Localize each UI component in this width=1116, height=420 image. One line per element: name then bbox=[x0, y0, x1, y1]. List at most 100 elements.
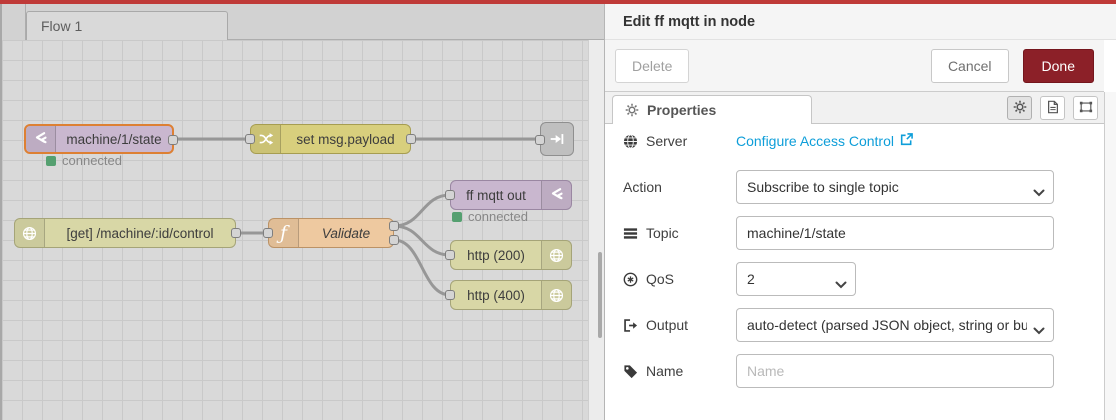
globe-icon bbox=[541, 241, 571, 269]
output-port[interactable] bbox=[168, 135, 178, 145]
action-select[interactable]: Subscribe to single topic bbox=[736, 170, 1054, 204]
chevron-down-icon bbox=[1033, 322, 1045, 338]
mqtt-bridge-icon bbox=[26, 126, 56, 152]
globe-icon bbox=[541, 281, 571, 309]
node-http-in[interactable]: [get] /machine/:id/control bbox=[14, 218, 241, 248]
mqtt-bridge-icon bbox=[541, 181, 571, 209]
topic-label: Topic bbox=[623, 225, 736, 241]
app-header-bar bbox=[0, 0, 1116, 4]
input-port[interactable] bbox=[263, 228, 273, 238]
sign-out-icon bbox=[623, 318, 638, 333]
server-row: Server Configure Access Control bbox=[623, 124, 1090, 158]
flow-tab-label: Flow 1 bbox=[41, 18, 83, 34]
chevron-down-icon bbox=[1033, 184, 1045, 200]
globe-icon bbox=[15, 219, 45, 247]
dialog-tab-row: Properties bbox=[605, 92, 1104, 124]
wire-function-mqttout bbox=[392, 193, 452, 228]
output-port[interactable] bbox=[406, 134, 416, 144]
name-row: Name bbox=[623, 354, 1090, 388]
delete-button[interactable]: Delete bbox=[615, 48, 690, 83]
dialog-title-text: Edit ff mqtt in node bbox=[623, 13, 756, 30]
description-view-button[interactable] bbox=[1040, 96, 1065, 120]
output-label: Output bbox=[623, 317, 736, 333]
output-select[interactable]: auto-detect (parsed JSON object, string … bbox=[736, 308, 1054, 342]
node-status-mqtt-out: connected bbox=[452, 209, 528, 224]
tag-icon bbox=[623, 364, 638, 379]
node-label: set msg.payload bbox=[296, 131, 395, 147]
chevron-down-icon bbox=[835, 276, 847, 292]
configure-access-control-link[interactable]: Configure Access Control bbox=[736, 133, 913, 149]
node-http-response-400[interactable]: http (400) bbox=[445, 280, 572, 310]
gear-icon bbox=[1013, 100, 1027, 117]
properties-form: Server Configure Access Control Action S… bbox=[605, 124, 1104, 420]
tab-flow-1[interactable]: Flow 1 bbox=[26, 11, 228, 41]
list-bars-icon bbox=[623, 226, 638, 241]
node-status-mqtt-in: connected bbox=[46, 153, 122, 168]
input-port[interactable] bbox=[535, 135, 545, 145]
flow-editor: Flow 1 machine/1/state connected bbox=[0, 4, 604, 420]
node-label: ff mqtt out bbox=[466, 187, 526, 203]
canvas-vertical-scrollbar[interactable] bbox=[588, 40, 604, 420]
name-label: Name bbox=[623, 363, 736, 379]
tab-properties[interactable]: Properties bbox=[612, 95, 812, 124]
properties-view-button[interactable] bbox=[1007, 96, 1032, 120]
appearance-view-button[interactable] bbox=[1073, 96, 1098, 120]
node-label: http (400) bbox=[467, 287, 525, 303]
link-out-arrow-icon bbox=[541, 123, 573, 155]
globe-icon bbox=[623, 133, 638, 149]
output-port[interactable] bbox=[231, 228, 241, 238]
tab-properties-label: Properties bbox=[647, 102, 717, 118]
topic-row: Topic bbox=[623, 216, 1090, 250]
input-port[interactable] bbox=[445, 250, 455, 260]
qos-select[interactable]: 2 bbox=[736, 262, 856, 296]
file-icon bbox=[1046, 100, 1060, 117]
wire-function-http400 bbox=[392, 238, 452, 297]
node-mqtt-in[interactable]: machine/1/state bbox=[24, 124, 178, 154]
wire-function-http200 bbox=[392, 224, 452, 257]
edit-dialog-title: Edit ff mqtt in node bbox=[605, 4, 1116, 40]
input-port[interactable] bbox=[445, 190, 455, 200]
input-port[interactable] bbox=[245, 134, 255, 144]
flow-canvas[interactable]: machine/1/state connected set msg.payloa… bbox=[2, 40, 604, 420]
cancel-button[interactable]: Cancel bbox=[930, 48, 1009, 83]
server-label: Server bbox=[623, 133, 736, 149]
wires bbox=[172, 137, 542, 297]
output-port-2[interactable] bbox=[389, 235, 399, 245]
node-change[interactable]: set msg.payload bbox=[245, 124, 416, 154]
output-port-1[interactable] bbox=[389, 221, 399, 231]
external-link-icon bbox=[900, 133, 913, 149]
circled-asterisk-icon bbox=[623, 272, 638, 287]
editor-view-buttons bbox=[1007, 96, 1098, 120]
topic-input[interactable] bbox=[736, 216, 1054, 250]
qos-label: QoS bbox=[623, 271, 736, 287]
status-dot bbox=[46, 155, 56, 166]
node-label: machine/1/state bbox=[66, 131, 162, 147]
panel-right-edge bbox=[1104, 92, 1116, 420]
dialog-button-row: Delete Cancel Done bbox=[605, 40, 1104, 92]
node-label: http (200) bbox=[467, 247, 525, 263]
node-label: Validate bbox=[321, 225, 371, 241]
tabbar-stub bbox=[2, 4, 26, 40]
status-dot bbox=[452, 211, 462, 222]
node-link-out[interactable] bbox=[535, 122, 574, 156]
scrollbar-thumb[interactable] bbox=[598, 252, 602, 338]
gear-icon bbox=[625, 103, 639, 117]
shuffle-icon bbox=[251, 125, 281, 153]
action-row: Action Subscribe to single topic bbox=[623, 170, 1090, 204]
node-label: [get] /machine/:id/control bbox=[66, 225, 214, 241]
italic-f-icon: ƒ bbox=[269, 219, 299, 247]
node-http-response-200[interactable]: http (200) bbox=[445, 240, 572, 270]
edit-dialog: Edit ff mqtt in node Delete Cancel Done … bbox=[604, 4, 1116, 420]
done-button[interactable]: Done bbox=[1022, 48, 1094, 83]
name-input[interactable] bbox=[736, 354, 1054, 388]
node-function[interactable]: ƒ Validate bbox=[263, 218, 399, 248]
qos-row: QoS 2 bbox=[623, 262, 1090, 296]
input-port[interactable] bbox=[445, 290, 455, 300]
object-group-icon bbox=[1079, 100, 1093, 117]
status-text: connected bbox=[468, 209, 528, 224]
node-mqtt-out[interactable]: ff mqtt out bbox=[445, 180, 572, 210]
status-text: connected bbox=[62, 153, 122, 168]
output-row: Output auto-detect (parsed JSON object, … bbox=[623, 308, 1090, 342]
action-label: Action bbox=[623, 179, 662, 195]
flow-tabbar: Flow 1 bbox=[2, 4, 604, 41]
